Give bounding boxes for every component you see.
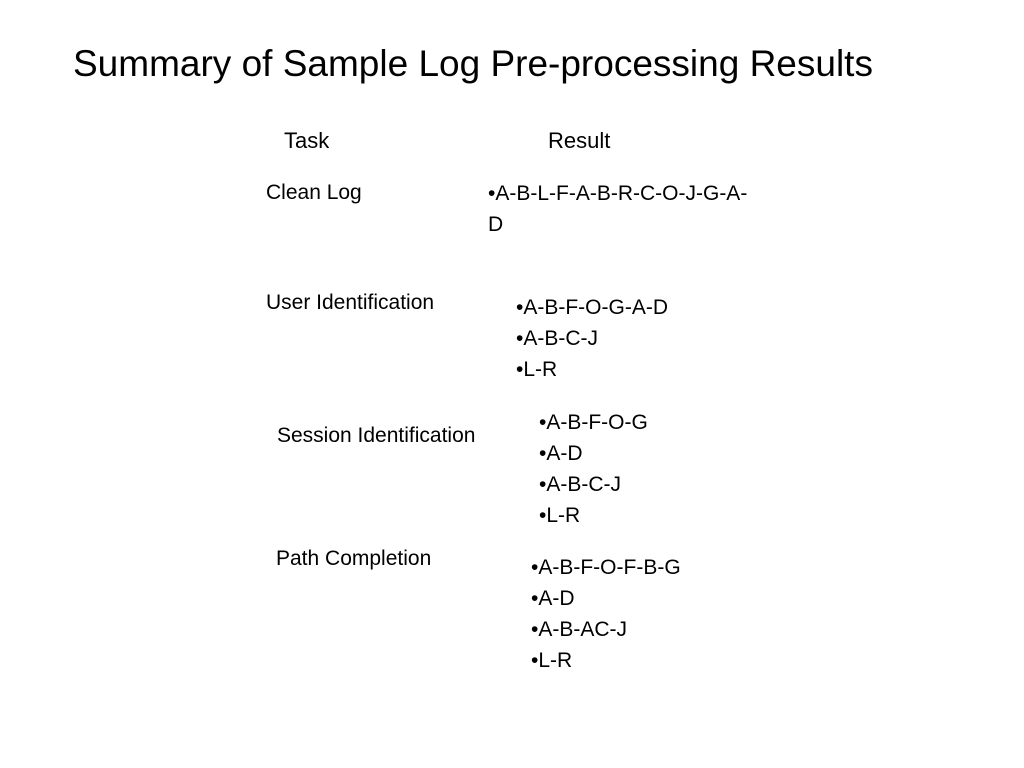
result-item: •A-B-F-O-F-B-G <box>531 556 681 579</box>
result-column-header: Result <box>548 128 611 153</box>
result-list-clean-log: •A-B-L-F-A-B-R-C-O-J-G-A-D <box>488 178 756 240</box>
result-item: •L-R <box>516 358 558 381</box>
result-item: •A-B-AC-J <box>531 618 628 641</box>
task-session-identification: Session Identification <box>277 424 476 447</box>
result-item: •A-B-C-J <box>539 473 622 496</box>
result-item: •L-R <box>539 504 581 527</box>
result-list-user-identification: •A-B-F-O-G-A-D •A-B-C-J •L-R <box>516 292 668 385</box>
result-item: •A-B-F-O-G <box>539 411 648 434</box>
result-list-path-completion: •A-B-F-O-F-B-G •A-D •A-B-AC-J •L-R <box>531 552 681 676</box>
task-user-identification: User Identification <box>266 291 435 314</box>
result-item: •A-D <box>539 442 583 465</box>
result-list-session-identification: •A-B-F-O-G •A-D •A-B-C-J •L-R <box>539 407 648 531</box>
slide-title: Summary of Sample Log Pre-processing Res… <box>73 43 873 84</box>
result-item: •A-B-C-J <box>516 327 599 350</box>
result-item: •A-D <box>531 587 575 610</box>
task-path-completion: Path Completion <box>276 547 432 570</box>
result-item: •A-B-L-F-A-B-R-C-O-J-G-A-D <box>488 182 748 236</box>
result-item: •A-B-F-O-G-A-D <box>516 296 668 319</box>
task-clean-log: Clean Log <box>266 181 362 204</box>
result-item: •L-R <box>531 649 573 672</box>
task-column-header: Task <box>284 128 330 153</box>
